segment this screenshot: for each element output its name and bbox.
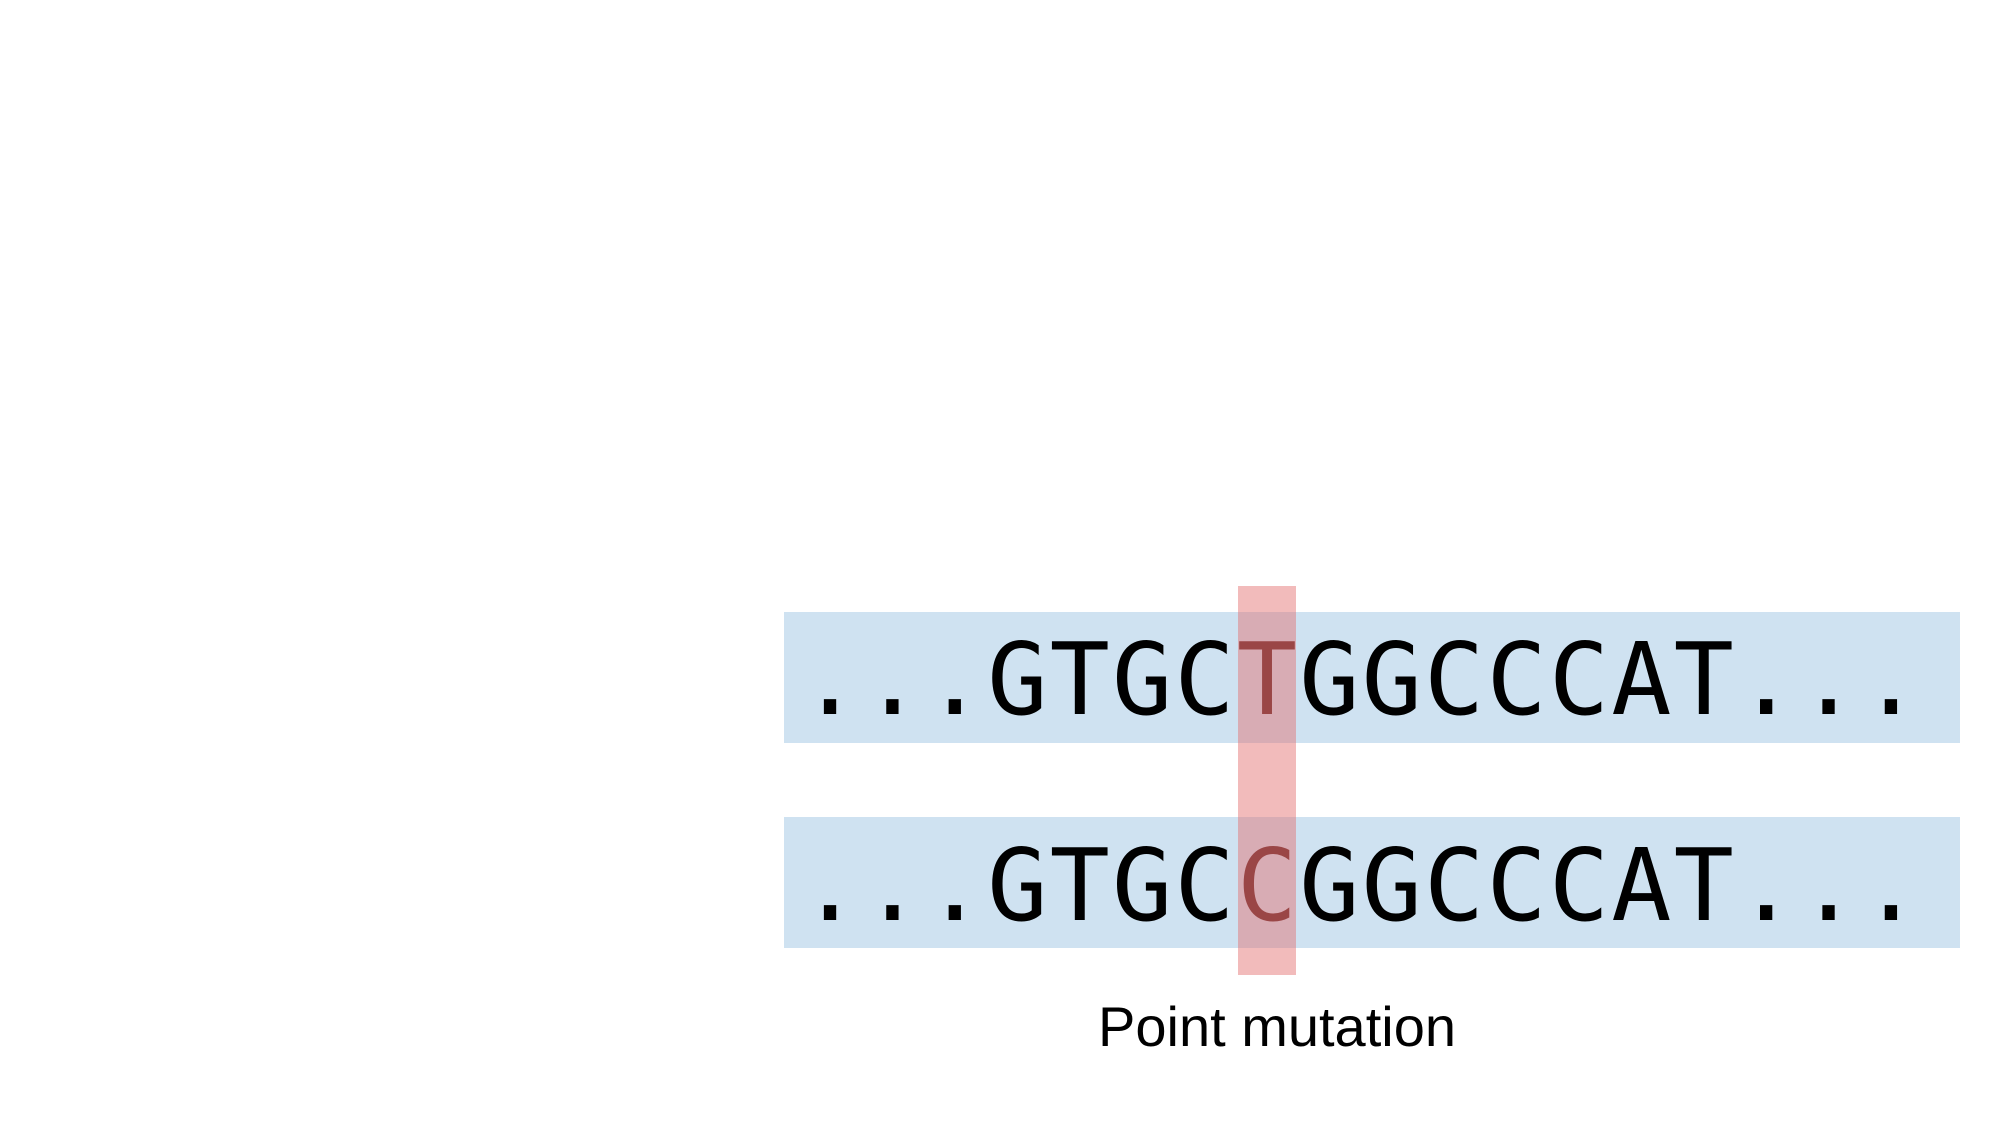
- mutated-base: C: [1236, 827, 1300, 944]
- point-mutation-label: Point mutation: [1098, 995, 1456, 1058]
- mutation-highlight: [1238, 586, 1296, 975]
- mutated-sequence: ...GTGCCGGCCCAT...: [800, 836, 1923, 936]
- original-base: T: [1236, 621, 1300, 738]
- original-sequence-band: [784, 612, 1960, 743]
- sequence-prefix: ...GTGC: [800, 621, 1237, 738]
- original-sequence: ...GTGCTGGCCCAT...: [800, 630, 1923, 730]
- mutated-sequence-band: [784, 817, 1960, 948]
- sequence-prefix: ...GTGC: [800, 827, 1237, 944]
- sequence-suffix: GGCCCAT...: [1299, 827, 1924, 944]
- sequence-suffix: GGCCCAT...: [1299, 621, 1924, 738]
